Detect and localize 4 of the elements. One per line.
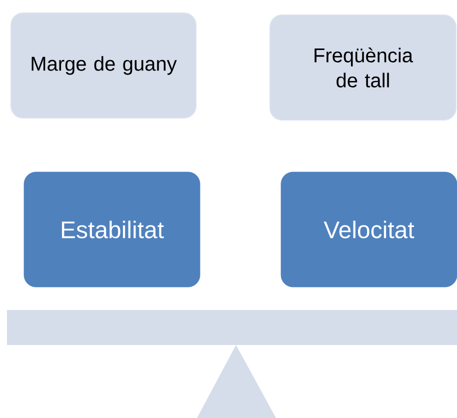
text-box: Freqüència de tall (270, 14, 456, 120)
text-box: Marge de guany (10, 12, 196, 118)
label-box: Velocitat (280, 172, 457, 288)
label-box: Estabilitat (24, 172, 200, 288)
